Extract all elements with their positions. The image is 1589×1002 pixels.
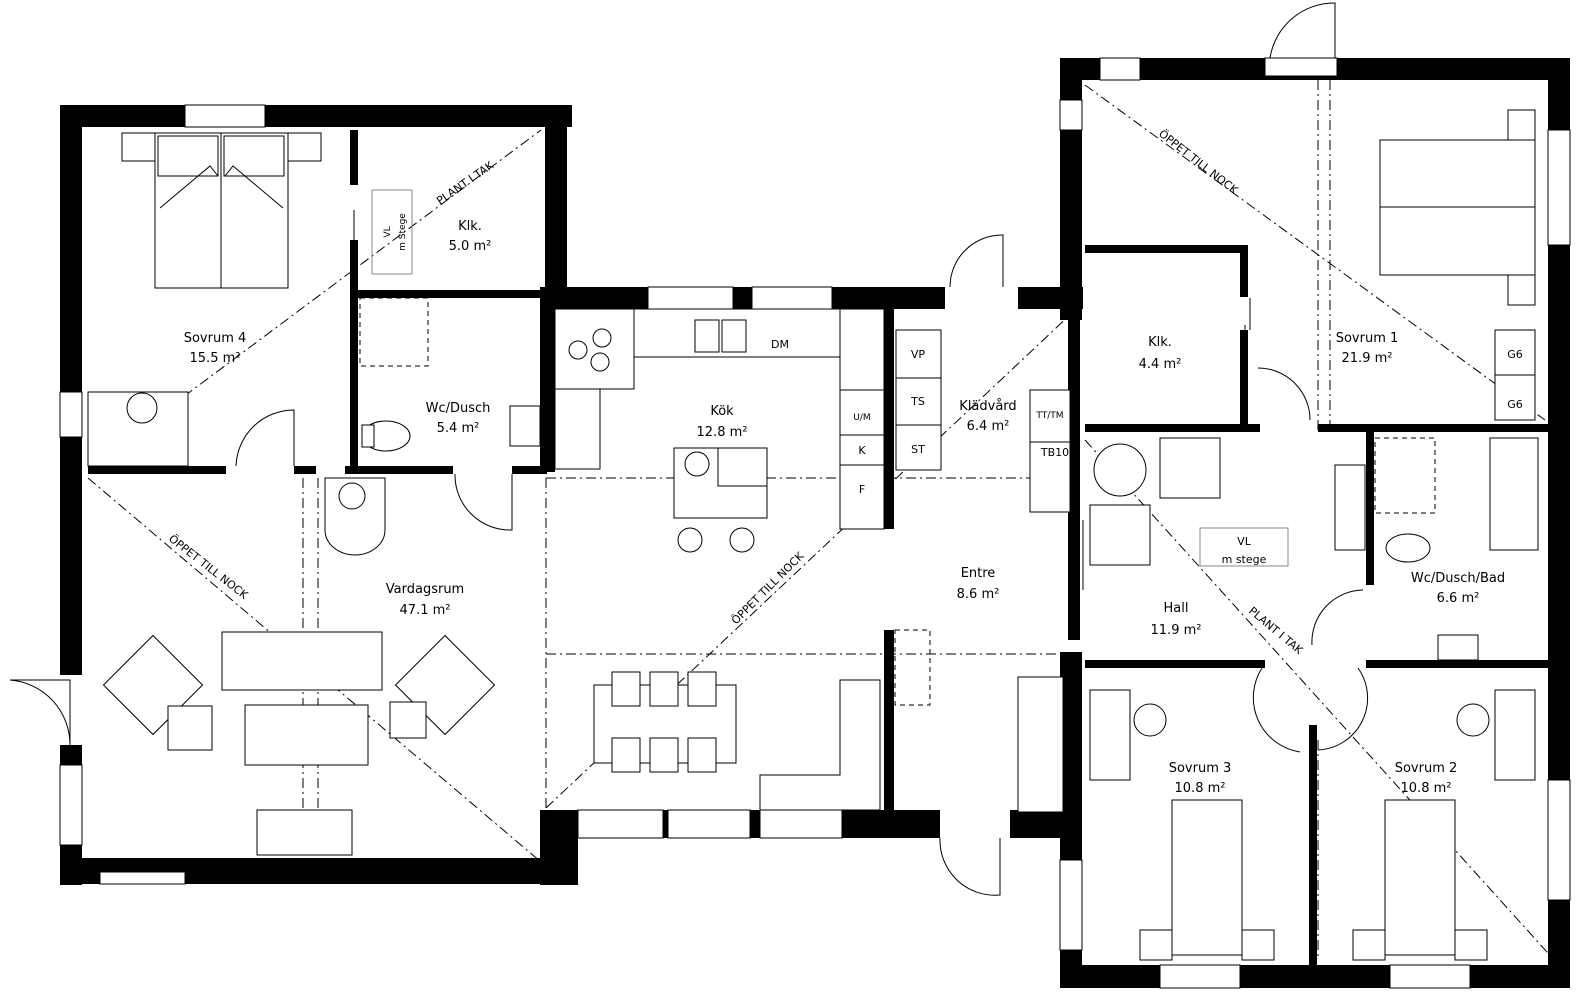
wc-dusch-name: Wc/Dusch (426, 401, 491, 416)
k-label: K (858, 444, 866, 457)
sovrum4-name: Sovrum 4 (184, 331, 247, 346)
f-label: F (859, 483, 865, 496)
klk-right-name: Klk. (1148, 335, 1172, 350)
m-stege-left: m Stege (398, 213, 408, 251)
hall-name: Hall (1164, 601, 1189, 616)
kladvard-area: 6.4 m² (967, 419, 1010, 434)
ts-label: TS (910, 395, 925, 408)
dm-label: DM (771, 338, 789, 351)
um-label: U/M (853, 413, 870, 423)
st-label: ST (911, 443, 925, 456)
sovrum4-area: 15.5 m² (190, 351, 241, 366)
kok-name: Kök (710, 404, 734, 419)
vl-right: VL (1237, 535, 1252, 548)
right-wing-walls (1059, 57, 1571, 989)
left-wing-walls (59, 104, 578, 885)
furniture (87, 109, 1539, 961)
wc-dusch-bad-name: Wc/Dusch/Bad (1411, 571, 1505, 586)
wc-dusch-bad-area: 6.6 m² (1437, 591, 1480, 606)
kladvard-name: Klädvård (959, 399, 1016, 414)
vardagsrum-name: Vardagsrum (386, 582, 464, 597)
vardagsrum-area: 47.1 m² (400, 603, 451, 618)
sovrum2-name: Sovrum 2 (1395, 761, 1458, 776)
room-labels: Sovrum 4 15.5 m² Klk. 5.0 m² Wc/Dusch 5.… (184, 219, 1505, 796)
wc-dusch-area: 5.4 m² (437, 421, 480, 436)
hall-area: 11.9 m² (1151, 623, 1202, 638)
klk-left-area: 5.0 m² (449, 239, 492, 254)
plant-i-tak-right: PLANT I TAK (1246, 604, 1306, 657)
doors (9, 2, 1368, 896)
vp-label: VP (911, 348, 926, 361)
g6-bottom-label: G6 (1507, 398, 1523, 411)
tt-tm-label: TT/TM (1035, 411, 1063, 421)
sovrum3-area: 10.8 m² (1175, 781, 1226, 796)
oppet-till-nock-sovrum1: ÖPPET TILL NOCK (1156, 127, 1241, 197)
g6-top-label: G6 (1507, 348, 1523, 361)
klk-left-name: Klk. (458, 219, 482, 234)
entre-area: 8.6 m² (957, 587, 1000, 602)
appliance-labels: DM VP TS ST U/M K F TT/TM TB10 G6 G6 (771, 338, 1523, 496)
sovrum1-area: 21.9 m² (1342, 351, 1393, 366)
annotations: PLANT I TAK PLANT I TAK ÖPPET TILL NOCK … (166, 127, 1306, 657)
sovrum1-name: Sovrum 1 (1336, 331, 1399, 346)
tb10-label: TB10 (1040, 446, 1069, 459)
klk-right-area: 4.4 m² (1139, 357, 1182, 372)
sovrum3-name: Sovrum 3 (1169, 761, 1232, 776)
oppet-till-nock-vardagsrum: ÖPPET TILL NOCK (166, 532, 251, 602)
sovrum2-area: 10.8 m² (1401, 781, 1452, 796)
centre-walls (540, 286, 1083, 839)
oppet-till-nock-kok: ÖPPET TILL NOCK (729, 549, 807, 627)
plant-i-tak-left: PLANT I TAK (434, 158, 496, 207)
entre-name: Entre (961, 566, 996, 581)
m-stege-right: m stege (1222, 553, 1267, 566)
kok-area: 12.8 m² (697, 425, 748, 440)
vl-left: VL (383, 226, 393, 237)
